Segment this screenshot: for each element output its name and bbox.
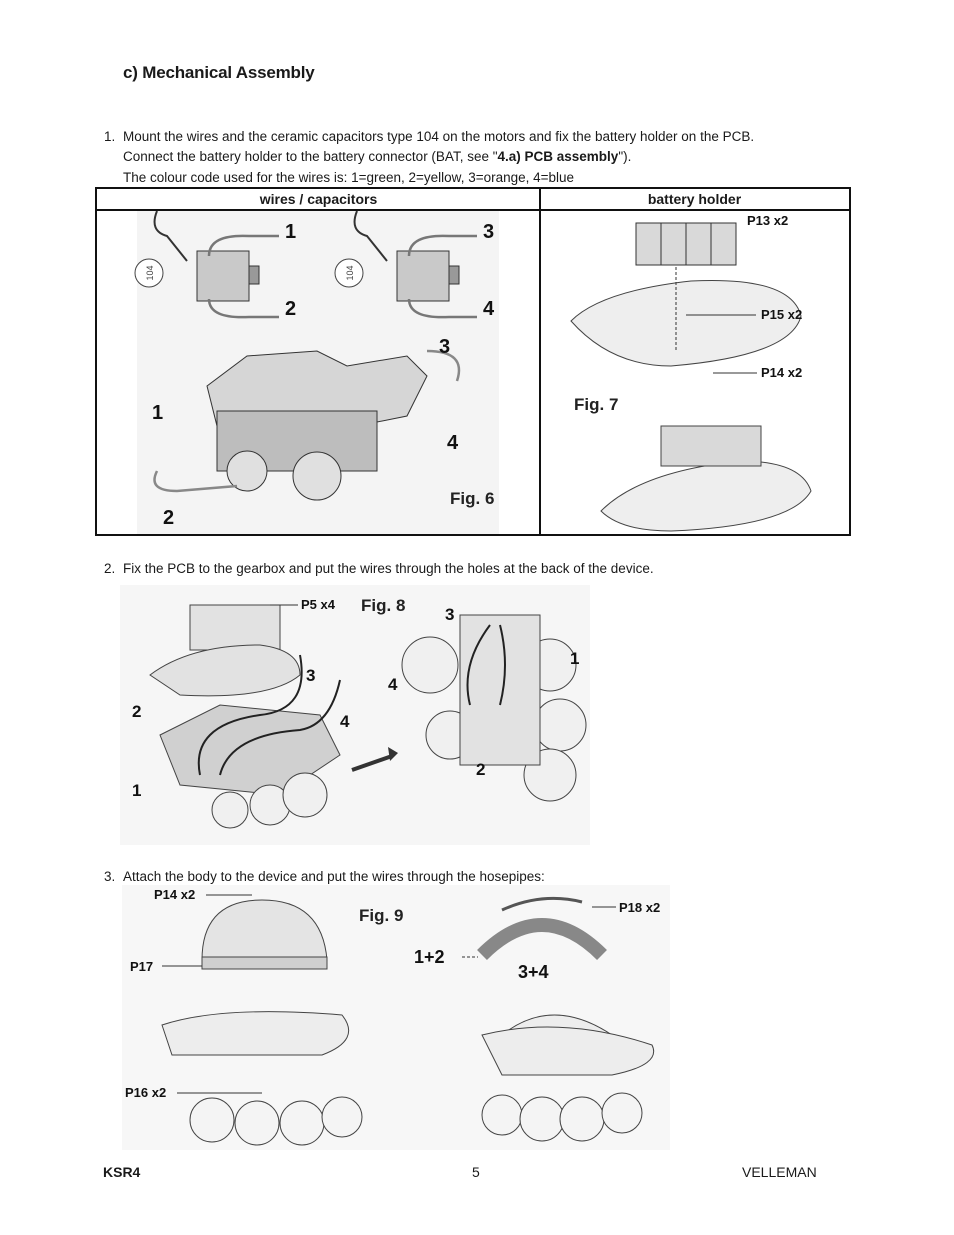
wire-label-3: 3: [439, 336, 450, 358]
wire-group-label-3-4: 3+4: [518, 962, 549, 982]
arrow-icon: [351, 754, 393, 772]
motor-icon: [353, 211, 477, 319]
wire-label-4: 4: [447, 432, 459, 454]
part-label-p18: P18 x2: [619, 900, 660, 915]
part-label-p15: P15 x2: [761, 307, 802, 322]
wire-label-2: 2: [285, 298, 296, 320]
gearbox-icon: [153, 349, 461, 501]
step-number: 3.: [104, 869, 116, 884]
wire-label-2: 2: [476, 760, 485, 779]
rear-view-icon: [401, 614, 587, 802]
step-2: 2. Fix the PCB to the gearbox and put th…: [0, 559, 954, 579]
capacitor-label: 104: [145, 265, 155, 280]
hosepipe-assembly-icon: [477, 896, 654, 1142]
footer-product-code: KSR4: [103, 1164, 141, 1180]
fig-7-drawing: P13 x2 P15 x2 P14 x2 Fig. 7: [570, 213, 812, 532]
part-label-p17: P17: [130, 959, 153, 974]
assembly-table: wires / capacitors battery holder 104 1 …: [95, 187, 851, 536]
step-number: 1.: [104, 129, 116, 144]
wire-label-1: 1: [152, 402, 163, 424]
figure-label: Fig. 7: [574, 395, 618, 414]
pcb-assembly-reference: 4.a) PCB assembly: [497, 149, 619, 164]
step-3: 3. Attach the body to the device and put…: [0, 867, 954, 887]
step-1-line-3: The colour code used for the wires is: 1…: [123, 170, 575, 185]
wire-label-2: 2: [132, 702, 141, 721]
footer-brand: VELLEMAN: [742, 1164, 817, 1180]
capacitor-icon: [334, 258, 364, 288]
wire-label-1: 1: [570, 649, 579, 668]
column-divider: [539, 189, 541, 534]
part-label-p14: P14 x2: [154, 887, 195, 902]
fig-8-drawing: P5 x4 Fig. 8 3 4 2 1 3 1 4 2: [120, 585, 590, 845]
fig-6-drawing: 104 1 2 104 3 4 3 4 1 2 Fig. 6: [134, 211, 499, 534]
wire-label-3: 3: [306, 666, 315, 685]
part-label-p13: P13 x2: [747, 213, 788, 228]
figure-label: Fig. 8: [361, 596, 405, 615]
pcb-with-holder-icon: [600, 425, 812, 532]
body-dome-icon: [161, 899, 363, 1146]
wire-label-1: 1: [285, 221, 296, 243]
part-label-p14: P14 x2: [761, 365, 802, 380]
wire-group-label-1-2: 1+2: [414, 947, 445, 967]
arrow-head-icon: [388, 747, 398, 761]
wire-label-1: 1: [132, 781, 141, 800]
footer-page-number: 5: [472, 1164, 480, 1180]
wire-label-4: 4: [388, 675, 398, 694]
wire-label-4: 4: [340, 712, 350, 731]
col-header-battery: battery holder: [540, 189, 849, 211]
figure-label: Fig. 9: [359, 906, 403, 925]
section-heading: c) Mechanical Assembly: [123, 63, 315, 82]
col-header-wires: wires / capacitors: [97, 189, 540, 211]
motor-icon: [153, 211, 279, 319]
capacitor-label: 104: [345, 265, 355, 280]
step-1-line-2: Connect the battery holder to the batter…: [123, 149, 632, 164]
step-number: 2.: [104, 561, 116, 576]
wire-label-3: 3: [483, 221, 494, 243]
wire-label-2: 2: [163, 507, 174, 529]
step-1: 1. Mount the wires and the ceramic capac…: [0, 127, 954, 187]
battery-holder-icon: [635, 222, 737, 266]
capacitor-icon: [134, 258, 164, 288]
pcb-icon: [570, 279, 802, 367]
fig-9-drawing: P14 x2 P17 P16 x2 Fig. 9 1+2 3+4 P18 x2: [122, 885, 670, 1150]
wire-label-4: 4: [483, 298, 495, 320]
gearbox-assembly-icon: [149, 604, 341, 829]
wire-label-3: 3: [445, 605, 454, 624]
part-label-p16: P16 x2: [125, 1085, 166, 1100]
figure-label: Fig. 6: [450, 489, 494, 508]
step-2-text: Fix the PCB to the gearbox and put the w…: [123, 561, 654, 576]
step-3-text: Attach the body to the device and put th…: [123, 869, 545, 884]
step-1-line-1: Mount the wires and the ceramic capacito…: [123, 129, 755, 144]
part-label-p5: P5 x4: [301, 597, 336, 612]
